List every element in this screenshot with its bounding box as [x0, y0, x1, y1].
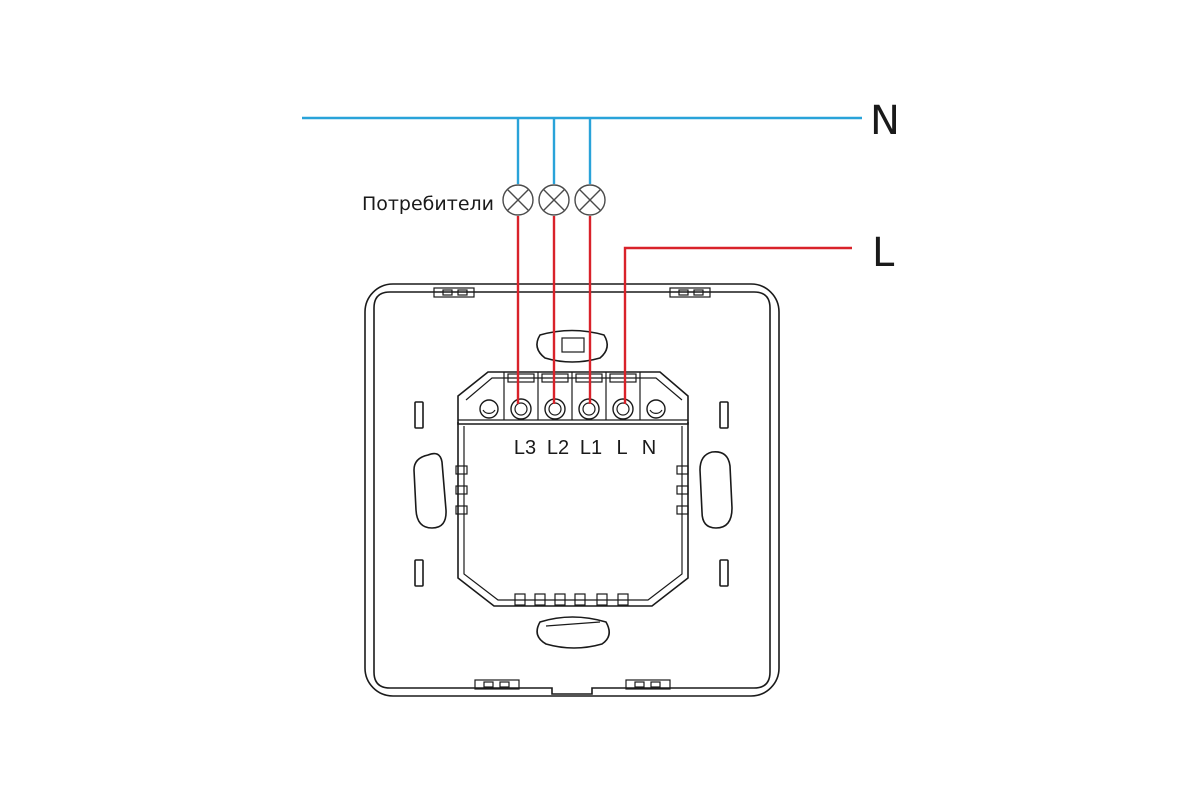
lamp-icon	[502, 184, 534, 216]
terminal-block	[457, 371, 689, 425]
mounting-slots	[413, 329, 733, 649]
lamp-icon	[574, 184, 606, 216]
terminal-label-l: L	[616, 437, 627, 459]
consumer-lamps	[502, 184, 606, 216]
neutral-line-label: N	[870, 98, 900, 144]
switch-inner-plate	[373, 291, 771, 695]
terminal-label-n: N	[642, 437, 656, 459]
side-slots	[414, 401, 729, 587]
terminal-label-l2: L2	[547, 437, 569, 459]
top-latches	[433, 287, 711, 298]
neutral-wires	[302, 116, 862, 184]
terminal-label-l3: L3	[514, 437, 536, 459]
terminal-labels: L3 L2 L1 L N	[514, 437, 656, 459]
phase-supply-wire	[623, 246, 852, 404]
consumers-label: Потребители	[362, 193, 494, 215]
terminal-label-l1: L1	[580, 437, 602, 459]
bottom-latches	[474, 679, 671, 690]
phase-wires	[516, 216, 852, 404]
lamp-icon	[538, 184, 570, 216]
phase-line-label: L	[872, 230, 895, 276]
module-housing	[455, 422, 689, 607]
switch-body	[364, 283, 780, 697]
switch-outer-frame	[364, 283, 780, 697]
